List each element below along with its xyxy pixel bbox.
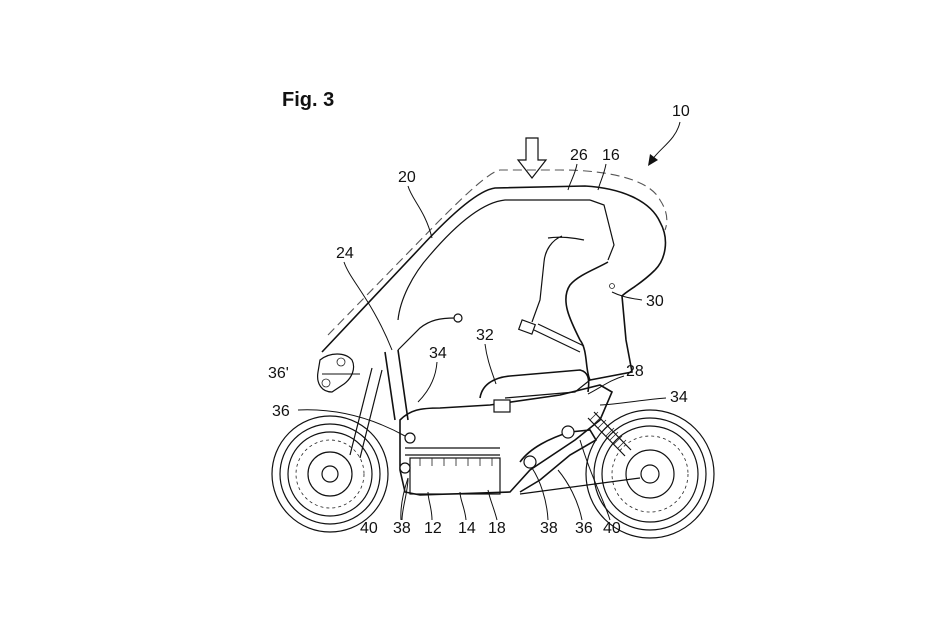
ref-10: 10 [672,103,690,120]
ref-30: 30 [646,293,664,310]
bracket-hole-lower [321,378,331,388]
ref-16: 16 [602,147,620,164]
roof-dashed-outline [327,169,668,336]
seat [479,369,590,399]
ref-36-front: 36 [272,403,290,420]
canopy-inner [397,199,590,321]
pivot-front-upper [404,432,416,444]
front-bracket [317,353,355,393]
ref-12: 12 [424,520,442,537]
pivot-front-lower [399,462,411,474]
ref-36-prime: 36' [268,365,289,382]
ref-32: 32 [476,327,494,344]
ref-40-front: 40 [360,520,378,537]
ref-38-rear: 38 [540,520,558,537]
ref-18: 18 [488,520,506,537]
ref-34-rear: 34 [670,389,688,406]
floor-rail [405,447,500,456]
figure-title: Fig. 3 [282,89,334,111]
rear-body-panel [565,261,656,381]
ref-36-rear: 36 [575,520,593,537]
ref-10-arrow [651,121,681,161]
ref-10-arrowhead-icon [648,154,658,166]
canopy-outer [321,185,667,353]
ref-28: 28 [626,363,644,380]
handlebar-grip [453,313,463,323]
belt-lap [533,323,585,353]
ref-34-front: 34 [429,345,447,362]
ref-38-front: 38 [393,520,411,537]
front-wheel [271,415,389,533]
ref-20: 20 [398,169,416,186]
ref-40-rear: 40 [603,520,621,537]
battery-ribs [419,458,493,466]
pivot-rear-lower [523,455,537,469]
panel-rivet [609,283,615,289]
rear-pillar [589,199,615,261]
seat-base-rail [504,379,591,399]
pivot-rear-upper [561,425,575,439]
bracket-hole-upper [336,357,346,367]
seat-belt [531,235,585,323]
a-pillar [384,349,409,421]
handlebar [397,317,456,351]
swing-arm [519,429,598,493]
front-fork [349,367,383,459]
drive-belt [519,477,641,495]
ref-14: 14 [458,520,476,537]
ref-26: 26 [570,147,588,164]
ref-24: 24 [336,245,354,262]
rear-wheel [585,409,715,539]
leader-lines [297,163,667,521]
controller-box [493,399,511,413]
belt-buckle [517,319,537,335]
load-arrow-icon [516,137,548,179]
battery-pack [409,457,501,495]
main-frame [399,384,614,496]
